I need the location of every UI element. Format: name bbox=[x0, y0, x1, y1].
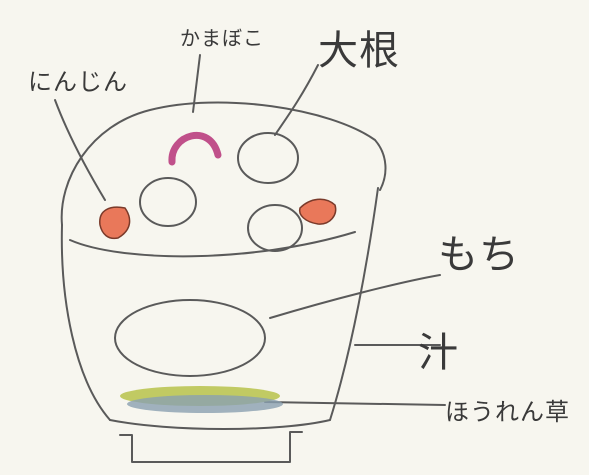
kamaboko bbox=[168, 132, 222, 166]
label-mochi: もち bbox=[438, 232, 520, 278]
label-kamaboko: かまぼこ bbox=[180, 26, 264, 50]
bowl-rim bbox=[60, 101, 387, 226]
label-shiru: 汁 bbox=[418, 330, 459, 376]
carrot-right bbox=[298, 198, 337, 225]
spinach-blue bbox=[127, 395, 283, 413]
bowl-bottom bbox=[109, 419, 331, 430]
daikon-slice-2 bbox=[139, 177, 197, 227]
mochi bbox=[114, 299, 266, 377]
carrot-left bbox=[99, 206, 131, 240]
leader-mochi bbox=[269, 274, 441, 319]
daikon-slice-3 bbox=[247, 204, 303, 252]
bowl-foot bbox=[119, 431, 303, 463]
label-daikon: 大根 bbox=[318, 28, 400, 74]
bowl-right-wall bbox=[329, 187, 379, 421]
leader-daikon bbox=[274, 64, 319, 136]
label-hourensou: ほうれん草 bbox=[445, 398, 570, 426]
leader-ninjin bbox=[54, 99, 106, 201]
bowl-left-wall bbox=[60, 224, 111, 421]
daikon-slice-1 bbox=[237, 132, 299, 184]
leader-hourensou bbox=[264, 401, 446, 406]
leader-kamaboko bbox=[192, 54, 201, 113]
label-ninjin: にんじん bbox=[28, 68, 128, 96]
broth-surface-line bbox=[69, 231, 356, 258]
